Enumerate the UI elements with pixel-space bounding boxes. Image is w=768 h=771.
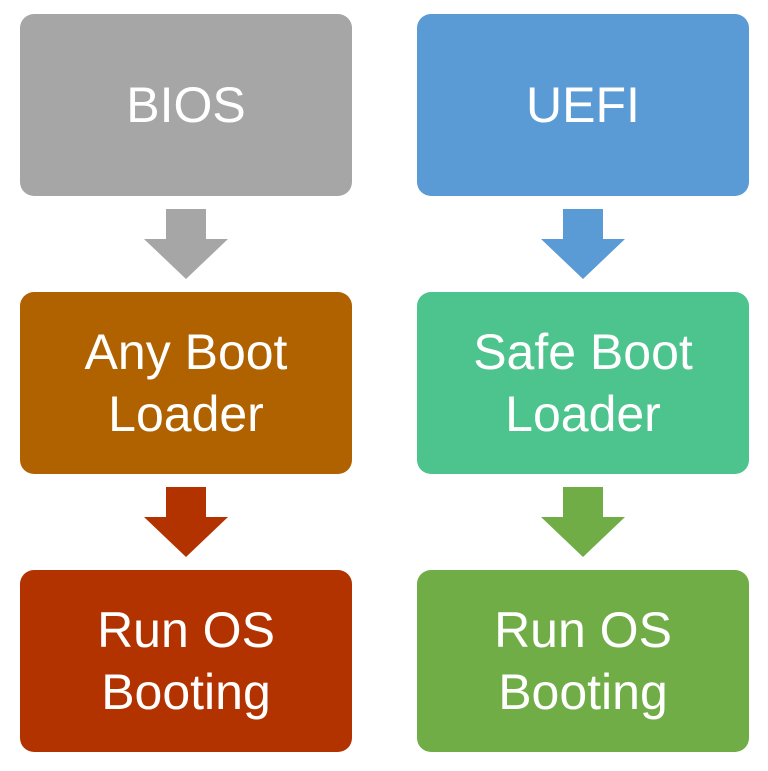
bios-label: BIOS xyxy=(126,77,246,133)
any-boot-loader-label: Any Boot Loader xyxy=(84,324,288,442)
left-run-os-label: Run OS Booting xyxy=(97,602,275,720)
down-arrow-icon xyxy=(541,209,625,279)
left-down-arrow-2 xyxy=(144,487,228,557)
down-arrow-icon xyxy=(144,209,228,279)
safe-boot-loader-box: Safe Boot Loader xyxy=(417,292,749,474)
right-run-os-label: Run OS Booting xyxy=(494,602,672,720)
down-arrow-icon xyxy=(541,487,625,557)
bios-box: BIOS xyxy=(20,14,352,196)
left-down-arrow-1 xyxy=(144,209,228,279)
right-run-os-box: Run OS Booting xyxy=(417,570,749,752)
left-run-os-box: Run OS Booting xyxy=(20,570,352,752)
right-down-arrow-2 xyxy=(541,487,625,557)
any-boot-loader-box: Any Boot Loader xyxy=(20,292,352,474)
safe-boot-loader-label: Safe Boot Loader xyxy=(473,324,693,442)
right-down-arrow-1 xyxy=(541,209,625,279)
uefi-box: UEFI xyxy=(417,14,749,196)
down-arrow-icon xyxy=(144,487,228,557)
uefi-label: UEFI xyxy=(526,77,640,133)
